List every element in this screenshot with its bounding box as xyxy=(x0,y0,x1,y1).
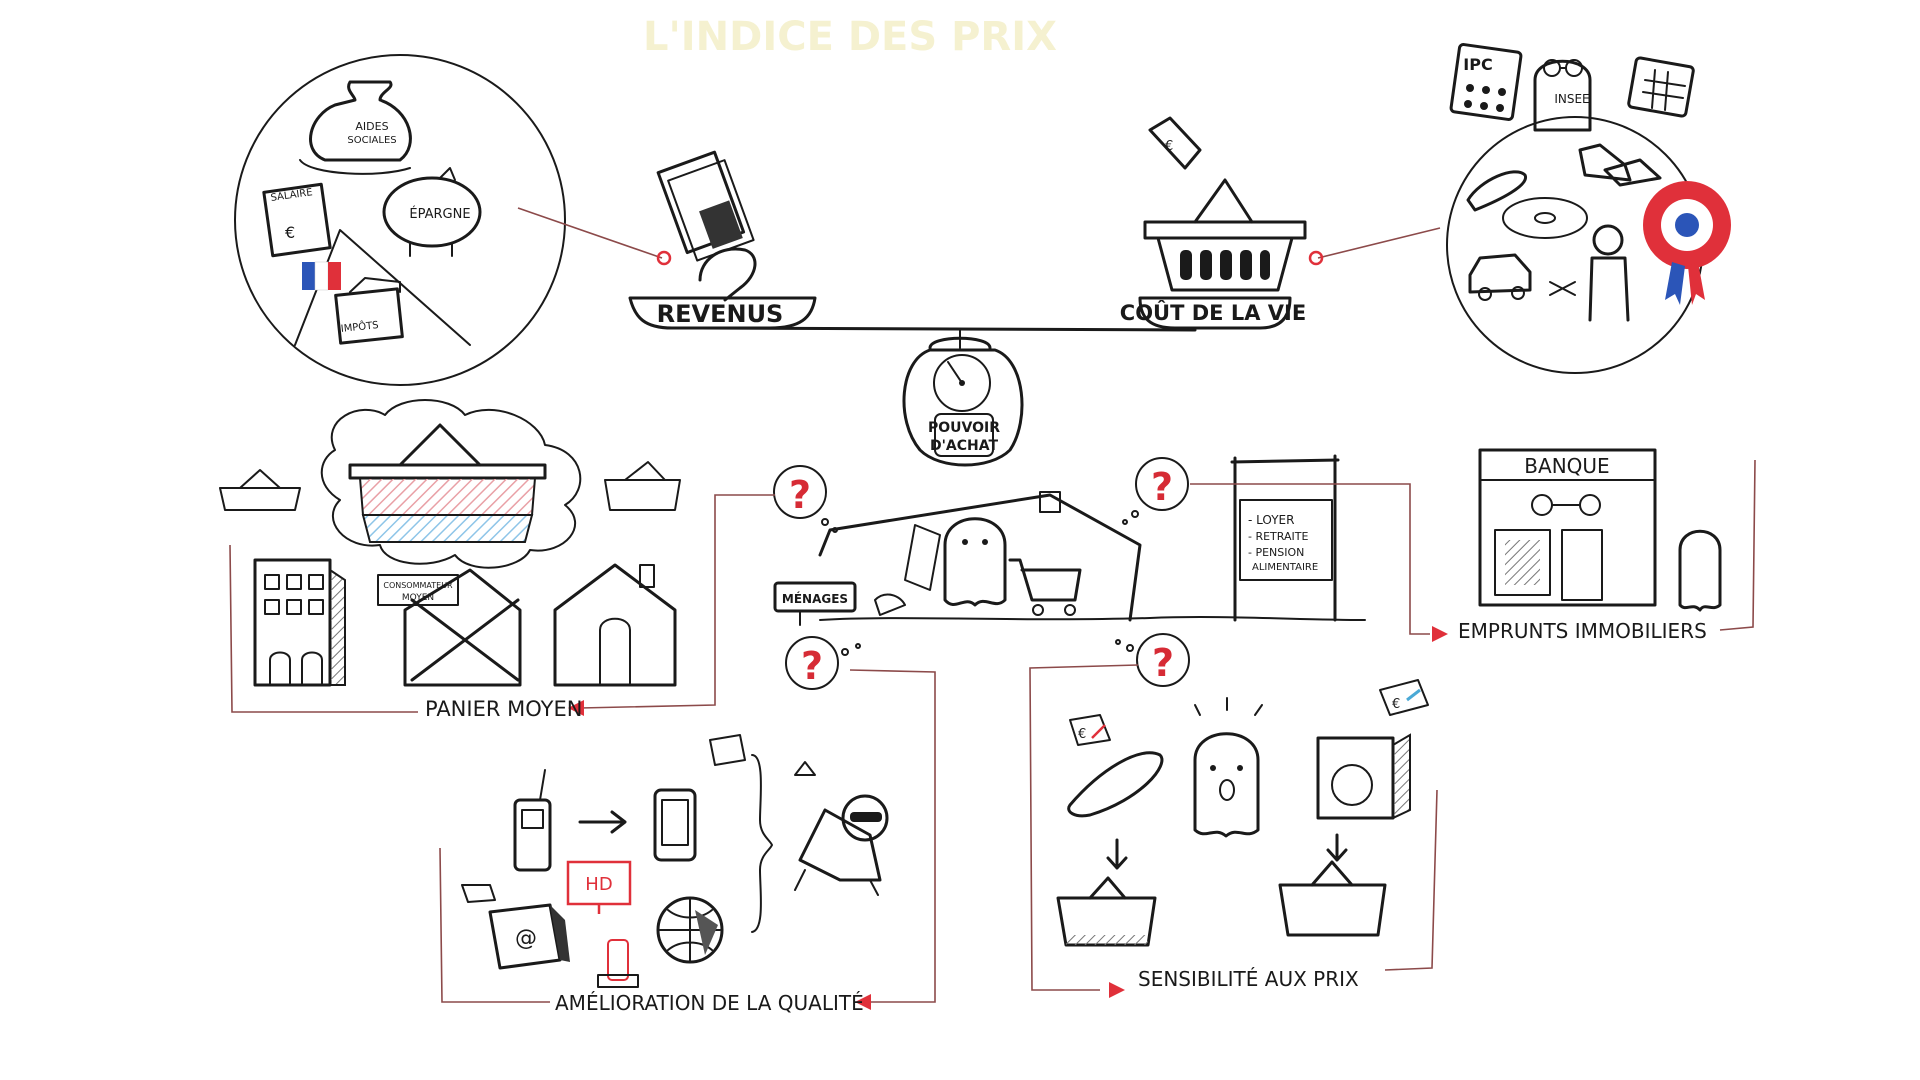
small-basket-left xyxy=(219,469,301,511)
impots-label: IMPÔTS xyxy=(340,318,379,335)
billboard-line-4: ALIMENTAIRE xyxy=(1252,562,1318,573)
ghost-person-icon xyxy=(943,517,1007,607)
emprunts-panel: EMPRUNTS IMMOBILIERS BANQUE xyxy=(1190,448,1756,643)
cd-icon xyxy=(1502,197,1588,239)
laptop-icon: @ xyxy=(461,884,570,970)
at-glyph: @ xyxy=(515,926,537,951)
old-phone-icon xyxy=(513,769,552,872)
income-pin xyxy=(656,250,672,266)
relaxing-person-icon xyxy=(794,761,889,896)
tag-euro: € xyxy=(1165,139,1173,154)
emprunts-caption: EMPRUNTS IMMOBILIERS xyxy=(1458,619,1707,643)
french-flag-icon xyxy=(302,261,341,291)
insee-person-icon: INSEE xyxy=(1533,59,1592,132)
arrow-right-icon xyxy=(578,810,627,834)
machine-tag-euro: € xyxy=(1392,697,1400,712)
pouvoir-label: POUVOIR xyxy=(928,420,1000,436)
qualite-panel: AMÉLIORATION DE LA QUALITÉ HD xyxy=(439,669,936,1015)
bread-tag-euro: € xyxy=(1078,727,1086,742)
cost-connector xyxy=(1317,227,1441,259)
hd-label: HD xyxy=(585,874,612,895)
panier-moyen-panel: PANIER MOYEN CON xyxy=(219,399,775,721)
basket-full-icon xyxy=(1278,860,1387,937)
sensibilite-caption: SENSIBILITÉ AUX PRIX xyxy=(1138,967,1359,991)
globe-icon xyxy=(656,896,724,964)
amelioration-caption: AMÉLIORATION DE LA QUALITÉ xyxy=(555,991,864,1015)
income-circle: AIDES SOCIALES SALAIRE € ÉPARGNE IMPÔTS xyxy=(234,54,566,386)
scared-ghost-icon xyxy=(1193,697,1263,838)
aides-label-1: AIDES xyxy=(355,120,388,133)
cockade-icon xyxy=(1643,181,1731,305)
billboard-line-2: - RETRAITE xyxy=(1248,530,1308,543)
washing-machine-icon: € xyxy=(1316,679,1429,820)
billboard-line-3: - PENSION xyxy=(1248,546,1304,559)
arrow-down-right-icon xyxy=(1326,833,1348,862)
cost-pin xyxy=(1308,250,1324,266)
sensibilite-panel: SENSIBILITÉ AUX PRIX € € xyxy=(1029,664,1438,998)
question-mark-4: ? xyxy=(1152,641,1174,685)
faint-title: L'INDICE DES PRIX xyxy=(643,14,1057,60)
borrower-ghost-icon xyxy=(1678,529,1722,612)
barber-icon xyxy=(1549,224,1630,322)
question-mark-1: ? xyxy=(789,473,811,517)
cordless-phone-icon xyxy=(597,939,639,988)
income-connector xyxy=(517,207,663,259)
question-bubble-3: ? xyxy=(785,636,861,690)
shoes-icon xyxy=(1578,143,1662,187)
household-scene: MÉNAGES xyxy=(773,491,1366,626)
baguette-icon: € xyxy=(1067,714,1164,818)
cash-hand-icon xyxy=(656,150,757,302)
tax-box-icon: IMPÔTS xyxy=(334,277,404,345)
car-icon xyxy=(1468,253,1532,294)
euro-glyph: € xyxy=(285,223,295,242)
epargne-label: ÉPARGNE xyxy=(409,206,470,222)
balance-scale: REVENUS COÛT DE LA VIE € xyxy=(628,116,1307,467)
calendar-icon xyxy=(1627,56,1695,118)
money-bag-icon: AIDES SOCIALES xyxy=(299,80,412,175)
bread-icon xyxy=(1466,170,1527,212)
banque-label: BANQUE xyxy=(1524,454,1609,478)
question-bubble-4: ? xyxy=(1115,633,1190,687)
piggy-bank-icon: ÉPARGNE xyxy=(382,167,482,257)
question-mark-2: ? xyxy=(1151,465,1173,509)
insee-label: INSEE xyxy=(1554,92,1589,106)
moyen-label: MOYEN xyxy=(402,593,434,603)
billboard-line-1: - LOYER xyxy=(1248,513,1294,527)
panier-moyen-caption: PANIER MOYEN xyxy=(425,697,582,721)
cart-icon xyxy=(1008,558,1082,602)
house-with-person xyxy=(553,563,677,687)
curly-brace xyxy=(751,754,773,933)
payslip-icon: SALAIRE € xyxy=(262,182,332,258)
purse-gauge: POUVOIR D'ACHAT xyxy=(902,329,1024,467)
revenus-label: REVENUS xyxy=(657,300,784,328)
shopping-basket-icon: € xyxy=(1143,116,1307,292)
aides-label-2: SOCIALES xyxy=(347,135,396,146)
consommateur-label: CONSOMMATEUR xyxy=(383,581,453,590)
menages-sign: MÉNAGES xyxy=(773,581,857,626)
tv-hd-icon: HD xyxy=(566,860,632,914)
question-bubble-1: ? xyxy=(773,465,838,533)
small-basket-right xyxy=(604,461,681,511)
smartphone-icon xyxy=(653,734,746,862)
cost-circle: IPC INSEE xyxy=(1446,43,1731,374)
menages-label: MÉNAGES xyxy=(782,591,848,606)
cout-vie-label: COÛT DE LA VIE xyxy=(1120,300,1306,325)
ipc-label: IPC xyxy=(1463,55,1492,74)
calculator-icon: IPC xyxy=(1449,43,1523,121)
apartment-building xyxy=(253,558,346,687)
arrow-down-left-icon xyxy=(1106,838,1128,870)
question-bubble-2: ? xyxy=(1122,457,1189,525)
dachat-label: D'ACHAT xyxy=(930,438,998,454)
question-mark-3: ? xyxy=(801,644,823,688)
billboard-sign: - LOYER - RETRAITE - PENSION ALIMENTAIRE xyxy=(1230,454,1340,622)
crossed-house: CONSOMMATEUR MOYEN xyxy=(377,568,522,687)
bank-building: BANQUE xyxy=(1478,448,1657,607)
basket-empty-icon xyxy=(1056,876,1157,947)
